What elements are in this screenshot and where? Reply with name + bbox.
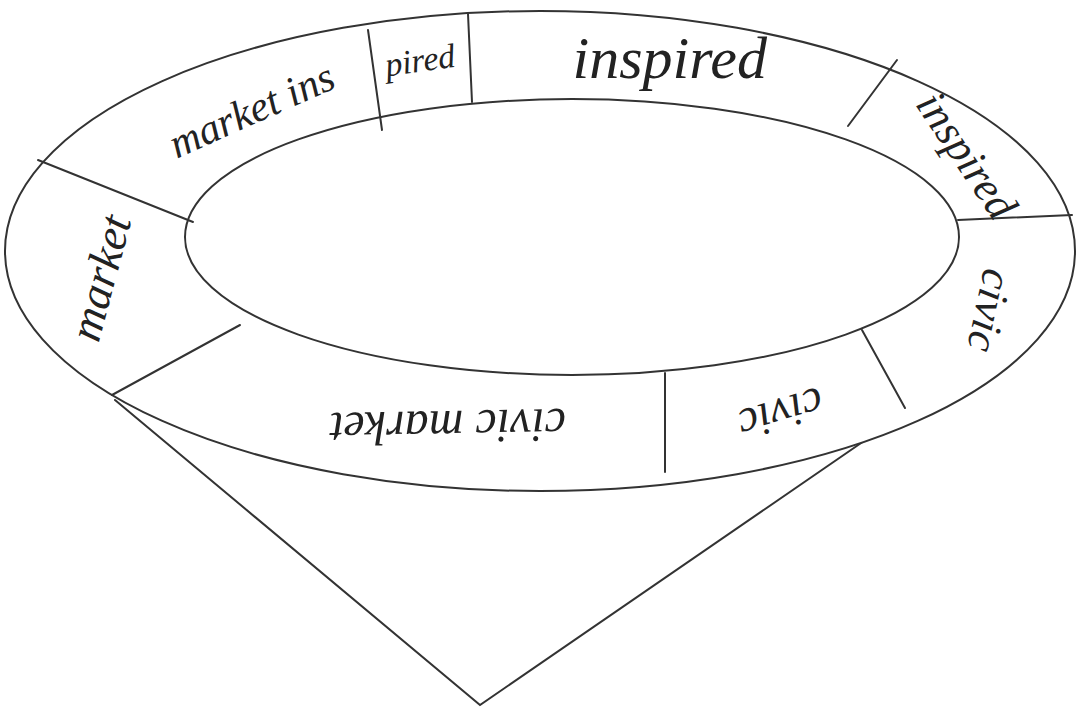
- ring-segment: market ins: [157, 47, 355, 174]
- ring-segment: market: [58, 197, 150, 351]
- ring-segment: civic: [949, 259, 1024, 368]
- ring-segment: pired: [378, 34, 470, 90]
- segment-divider: [664, 373, 666, 472]
- segment-word: pired: [382, 37, 465, 83]
- inner-rim: [185, 99, 959, 375]
- segment-word: inspired: [573, 27, 776, 90]
- ring-segment: civic: [718, 370, 833, 455]
- segment-divider: [862, 330, 905, 408]
- outer-rim: [5, 11, 1075, 491]
- ring-segment: inspired: [899, 79, 1034, 242]
- segment-word: civic: [956, 265, 1020, 365]
- segment-divider: [368, 30, 382, 130]
- segment-divider: [468, 14, 472, 102]
- segment-word: civic market: [322, 399, 567, 454]
- segment-divider: [848, 60, 897, 126]
- segment-word: market: [61, 201, 143, 345]
- segment-word: inspired: [907, 83, 1030, 234]
- ring-segment: civic market: [318, 392, 571, 455]
- segment-word: civic: [724, 377, 829, 451]
- segment-word: market ins: [162, 50, 349, 166]
- segment-divider: [112, 325, 240, 395]
- ring-segment: inspired: [569, 25, 780, 96]
